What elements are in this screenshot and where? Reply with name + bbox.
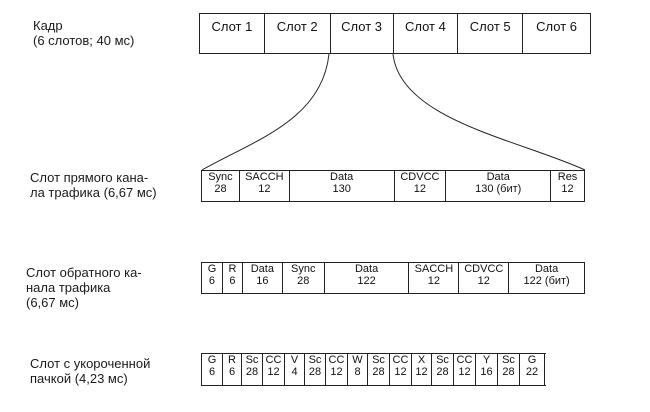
forward-slot-label: Слот прямого кана- ла трафика (6,67 мс) — [30, 170, 157, 200]
frame-slot: Слот 3 — [331, 14, 394, 53]
frame-slot: Слот 2 — [265, 14, 331, 53]
frame-slot: Слот 4 — [394, 14, 459, 53]
frame-slot: Слот 5 — [458, 14, 524, 53]
frame-label: Кадр (6 слотов; 40 мс) — [33, 18, 135, 48]
frame-slot: Слот 1 — [200, 14, 265, 53]
shortened-slot-label: Слот с укороченной пачкой (4,23 мс) — [30, 356, 151, 386]
reverse-slot-label: Слот обратного ка- нала трафика (6,67 мс… — [26, 265, 142, 310]
frame-slots-row: Слот 1 Слот 2 Слот 3 Слот 4 Слот 5 Слот … — [199, 13, 591, 54]
frame-slot: Слот 6 — [523, 14, 591, 53]
